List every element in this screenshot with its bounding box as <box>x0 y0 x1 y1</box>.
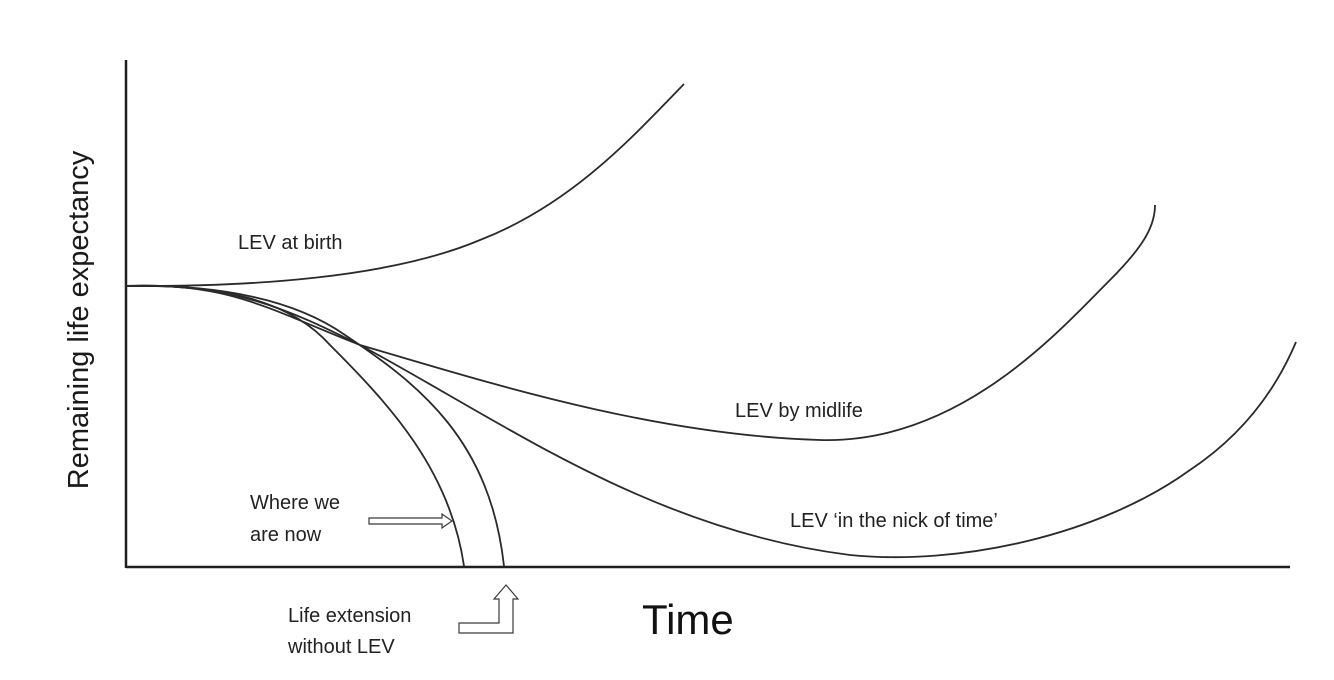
label-life-extension-line2: without LEV <box>287 636 395 658</box>
x-axis-label: Time <box>642 596 734 643</box>
right-arrow-icon <box>368 512 454 530</box>
label-life-extension-line1: Life extension <box>288 605 411 627</box>
curve-life-extension-without-lev <box>125 284 505 567</box>
bent-up-arrow-icon <box>458 584 520 634</box>
label-lev-nick-of-time: LEV ‘in the nick of time’ <box>790 510 998 532</box>
curve-lev-nick-of-time <box>125 284 1297 559</box>
label-lev-by-midlife: LEV by midlife <box>735 400 863 422</box>
curve-lev-by-midlife <box>125 204 1156 441</box>
label-lev-at-birth: LEV at birth <box>238 232 343 254</box>
label-where-we-are-now-line2: are now <box>250 524 322 546</box>
label-where-we-are-now-line1: Where we <box>250 492 340 514</box>
y-axis-label: Remaining life expectancy <box>63 150 95 489</box>
curve-lev-at-birth <box>125 83 685 287</box>
